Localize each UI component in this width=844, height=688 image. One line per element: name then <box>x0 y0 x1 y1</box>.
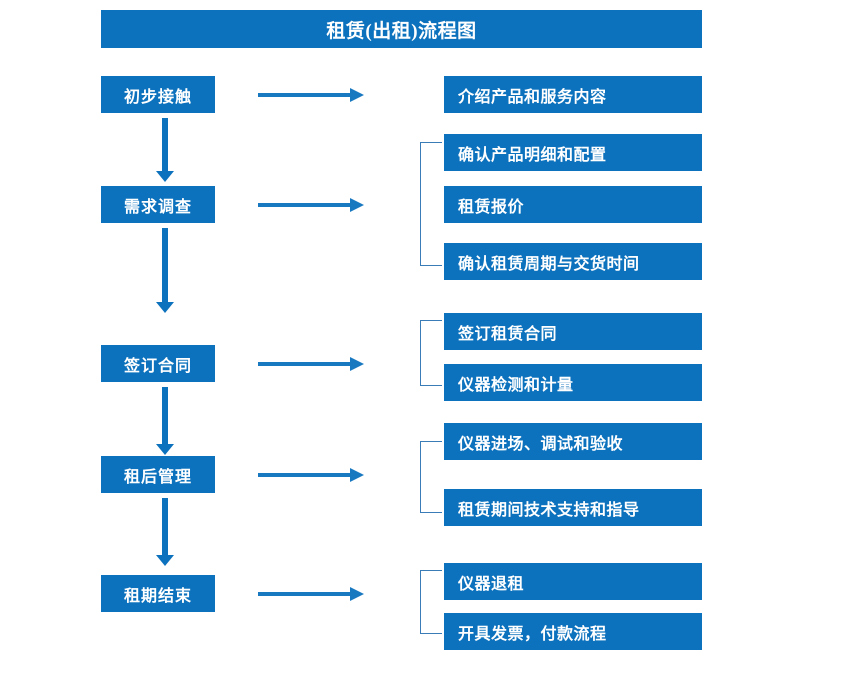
stage-box-rental-end[interactable]: 租期结束 <box>101 575 215 612</box>
detail-box-confirm-product-spec[interactable]: 确认产品明细和配置 <box>444 134 702 171</box>
arrow-shaft <box>258 592 352 596</box>
arrow-shaft <box>162 387 168 444</box>
detail-box-sign-rental-contract[interactable]: 签订租赁合同 <box>444 313 702 350</box>
arrow-shaft <box>162 498 168 555</box>
arrow-shaft <box>162 118 168 171</box>
stage-box-sign-contract[interactable]: 签订合同 <box>101 345 215 382</box>
arrow-down-icon-stage-4-to-5 <box>155 498 175 566</box>
arrow-shaft <box>258 203 352 207</box>
arrow-right-icon-stage-2 <box>258 198 368 212</box>
arrow-head <box>156 302 174 313</box>
bracket-group-sign-contract <box>420 320 442 386</box>
detail-box-invoice-payment[interactable]: 开具发票，付款流程 <box>444 613 702 650</box>
arrow-down-icon-stage-1-to-2 <box>155 118 175 182</box>
arrow-right-icon-stage-3 <box>258 357 368 371</box>
stage-box-post-rental-management[interactable]: 租后管理 <box>101 456 215 493</box>
detail-box-instrument-onsite-commissioning[interactable]: 仪器进场、调试和验收 <box>444 423 702 460</box>
arrow-shaft <box>258 473 352 477</box>
detail-box-instrument-inspection[interactable]: 仪器检测和计量 <box>444 364 702 401</box>
arrow-right-icon-stage-5 <box>258 587 368 601</box>
arrow-down-icon-stage-2-to-3 <box>155 228 175 313</box>
detail-box-introduce-products[interactable]: 介绍产品和服务内容 <box>444 76 702 113</box>
stage-box-requirement-survey[interactable]: 需求调查 <box>101 186 215 223</box>
arrow-head <box>350 198 364 212</box>
arrow-head <box>350 468 364 482</box>
stage-box-initial-contact[interactable]: 初步接触 <box>101 76 215 113</box>
page-title: 租赁(出租)流程图 <box>101 10 702 48</box>
bracket-group-post-rental-management <box>420 441 442 513</box>
arrow-right-icon-stage-4 <box>258 468 368 482</box>
arrow-head <box>156 444 174 455</box>
arrow-down-icon-stage-3-to-4 <box>155 387 175 455</box>
bracket-group-requirement-survey <box>420 142 442 266</box>
arrow-shaft <box>258 362 352 366</box>
detail-box-technical-support[interactable]: 租赁期间技术支持和指导 <box>444 489 702 526</box>
arrow-head <box>156 555 174 566</box>
arrow-head <box>350 587 364 601</box>
detail-box-rental-quotation[interactable]: 租赁报价 <box>444 186 702 223</box>
arrow-shaft <box>258 93 352 97</box>
detail-box-instrument-return[interactable]: 仪器退租 <box>444 563 702 600</box>
arrow-right-icon-stage-1 <box>258 88 368 102</box>
arrow-head <box>350 357 364 371</box>
arrow-head <box>156 171 174 182</box>
arrow-head <box>350 88 364 102</box>
bracket-group-rental-end <box>420 570 442 634</box>
detail-box-confirm-period-delivery[interactable]: 确认租赁周期与交货时间 <box>444 243 702 280</box>
arrow-shaft <box>162 228 168 302</box>
